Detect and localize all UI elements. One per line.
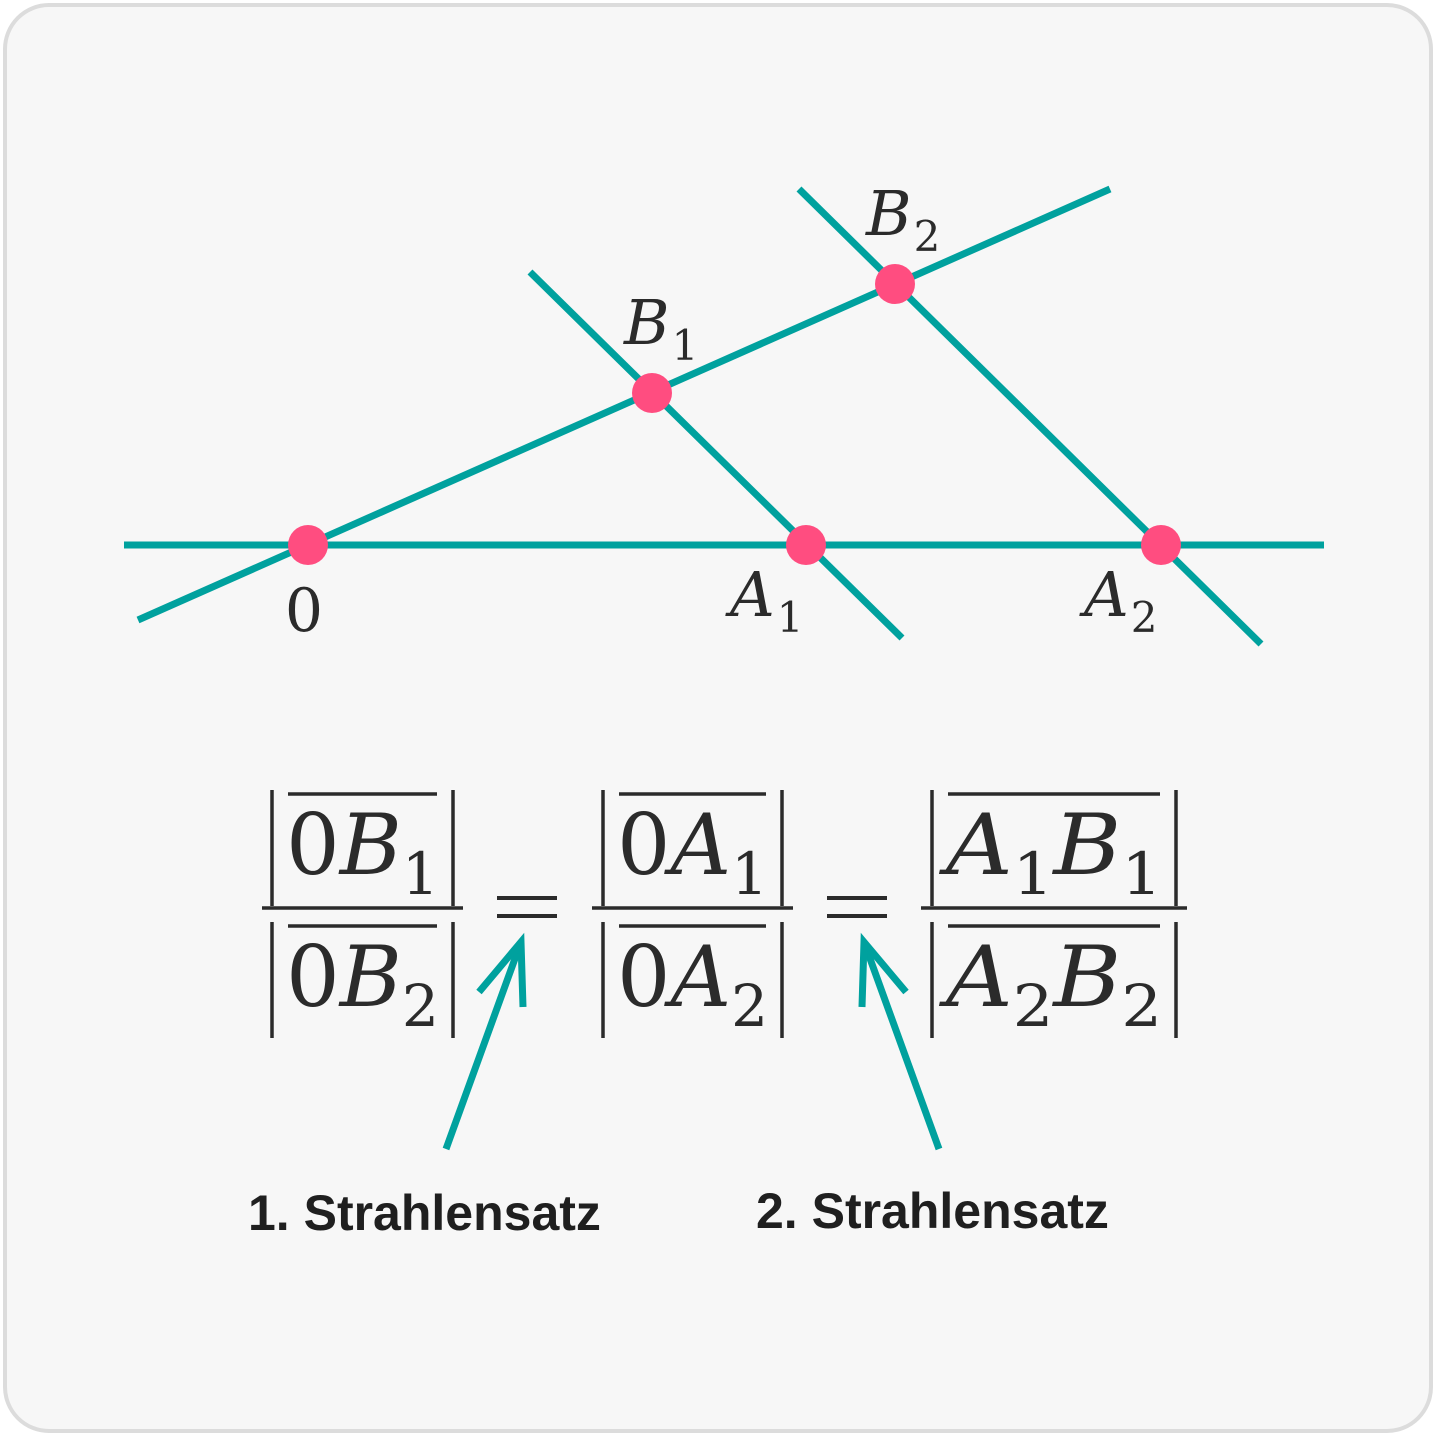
label-a2: A2 xyxy=(1079,558,1158,642)
point-origin xyxy=(288,525,328,565)
label-a1: A1 xyxy=(725,558,804,642)
denominator-f1: 0B2 xyxy=(270,922,455,1040)
point-b1 xyxy=(632,373,672,413)
caption-second-strahlensatz: 2. Strahlensatz xyxy=(756,1183,1109,1239)
label-b1: B1 xyxy=(623,286,698,370)
label-b2: B2 xyxy=(865,177,940,261)
point-a2 xyxy=(1141,525,1181,565)
intersection-points xyxy=(288,264,1181,565)
oblique-ray xyxy=(136,185,1112,624)
segment-text: 0A1 xyxy=(617,796,768,908)
point-b2 xyxy=(875,264,915,304)
denominator-f2: 0A2 xyxy=(601,922,784,1040)
point-a1 xyxy=(786,525,826,565)
segment-text: 0B2 xyxy=(286,928,439,1040)
equals-sign-2 xyxy=(827,896,887,918)
equals-sign-1 xyxy=(497,896,557,918)
label-origin: 0 xyxy=(285,576,323,646)
arrow-first xyxy=(442,932,527,1151)
caption-first-strahlensatz: 1. Strahlensatz xyxy=(248,1185,601,1241)
arrows xyxy=(442,932,943,1151)
parallel-line-1 xyxy=(527,269,905,641)
arrow-second xyxy=(858,932,943,1151)
numerator-f1: 0B1 xyxy=(270,790,455,908)
segment-text: 0A2 xyxy=(617,928,768,1040)
numerator-f2: 0A1 xyxy=(601,790,784,908)
parallel-line-2 xyxy=(796,186,1264,647)
segment-text: 0B1 xyxy=(286,796,439,908)
